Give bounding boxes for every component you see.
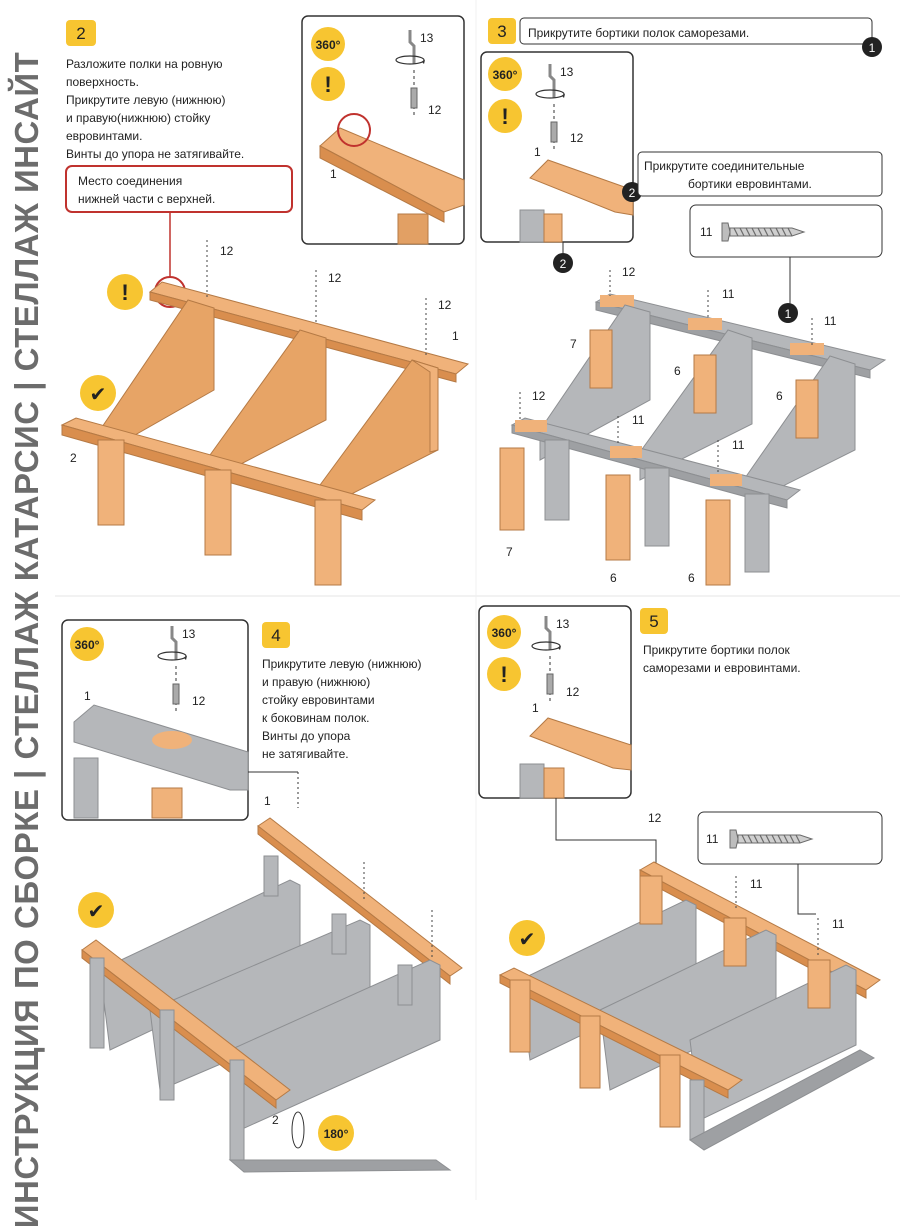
step-2-instructions: Разложите полки на ровную поверхность. П… (66, 57, 244, 161)
sidebar: ИНСТРУКЦИЯ ПО СБОРКЕ | СТЕЛЛАЖ КАТАРСИС … (0, 0, 55, 1228)
svg-text:2: 2 (272, 1113, 279, 1127)
svg-text:1: 1 (264, 794, 271, 808)
svg-text:180°: 180° (324, 1127, 349, 1141)
svg-text:!: ! (500, 662, 507, 687)
svg-text:!: ! (324, 72, 331, 97)
warning-icon (311, 67, 345, 101)
svg-text:1: 1 (84, 689, 91, 703)
part-label-12: 12 (428, 103, 442, 117)
part-label-13: 13 (420, 31, 434, 45)
svg-text:6: 6 (610, 571, 617, 585)
svg-text:12: 12 (566, 685, 580, 699)
svg-text:7: 7 (506, 545, 513, 559)
svg-text:1: 1 (785, 307, 792, 321)
svg-text:11: 11 (706, 832, 719, 846)
svg-text:2: 2 (629, 186, 636, 200)
svg-text:11: 11 (700, 225, 713, 239)
svg-text:1: 1 (534, 145, 541, 159)
svg-text:✔: ✔ (90, 382, 107, 406)
svg-text:6: 6 (688, 571, 695, 585)
part-label-1: 1 (330, 167, 337, 181)
svg-text:12: 12 (532, 389, 546, 403)
svg-text:2: 2 (70, 451, 77, 465)
svg-text:11: 11 (732, 438, 745, 452)
connecting-callout-text: Прикрутите соединительные бортики еврови… (644, 159, 812, 191)
rotate-360-badge (311, 27, 345, 61)
step-2-frame: 12 12 12 1 2 (60, 240, 470, 586)
warning-icon (107, 274, 143, 310)
step-4-number: 4 (271, 626, 280, 645)
step-2-panel: 2 Разложите полки на ровную поверхность.… (60, 15, 470, 586)
step-4-frame: 1 2 (81, 794, 463, 1173)
svg-text:12: 12 (648, 811, 662, 825)
svg-text:12: 12 (220, 244, 234, 258)
svg-text:11: 11 (832, 917, 845, 931)
svg-text:12: 12 (438, 298, 452, 312)
svg-text:1: 1 (869, 41, 876, 55)
step-3-panel: 3 Прикрутите бортики полок саморезами. 1… (480, 17, 887, 586)
svg-text:12: 12 (622, 265, 636, 279)
svg-text:1: 1 (532, 701, 539, 715)
step-5-number: 5 (649, 612, 658, 631)
step-5-panel: ! 13 12 1 5 Прикрутите бортики полок сам… (478, 605, 883, 1151)
check-icon (80, 375, 116, 411)
joint-callout-text: Место соединения нижней части с верхней. (78, 174, 215, 206)
rotate-180-badge (318, 1115, 354, 1151)
step-2-number-badge (66, 20, 96, 46)
step-4-panel: 13 12 1 4 Прикрутите левую (нижнюю) и пр… (61, 619, 463, 1173)
svg-text:2: 2 (560, 257, 567, 271)
step-4-instructions: Прикрутите левую (нижнюю) и правую (нижн… (262, 657, 425, 761)
joint-callout (65, 165, 293, 213)
instruction-illustration: 360° 2 Разложите полки на ровную поверхн… (55, 0, 900, 1200)
svg-text:11: 11 (632, 413, 645, 427)
svg-text:1: 1 (452, 329, 459, 343)
svg-text:11: 11 (824, 314, 837, 328)
step-5-instructions: Прикрутите бортики полок саморезами и ев… (643, 643, 801, 675)
svg-text:11: 11 (750, 877, 763, 891)
step-3-frame: 7 6 6 7 6 6 12 11 11 12 11 11 (499, 265, 887, 586)
svg-text:13: 13 (560, 65, 574, 79)
step-3-instructions: Прикрутите бортики полок саморезами. (528, 26, 749, 40)
svg-text:6: 6 (776, 389, 783, 403)
step-2-number: 2 (76, 24, 85, 43)
svg-text:12: 12 (328, 271, 342, 285)
svg-text:11: 11 (722, 287, 735, 301)
step-5-frame: 11 11 (498, 861, 881, 1151)
svg-text:6: 6 (674, 364, 681, 378)
step-3-number: 3 (497, 22, 506, 41)
svg-text:7: 7 (570, 337, 577, 351)
svg-text:13: 13 (182, 627, 196, 641)
svg-text:✔: ✔ (88, 899, 105, 923)
svg-text:12: 12 (570, 131, 584, 145)
svg-text:13: 13 (556, 617, 570, 631)
svg-text:✔: ✔ (519, 927, 536, 951)
svg-text:!: ! (121, 280, 128, 305)
svg-text:12: 12 (192, 694, 206, 708)
svg-text:!: ! (501, 104, 508, 129)
connecting-callout (637, 151, 883, 197)
